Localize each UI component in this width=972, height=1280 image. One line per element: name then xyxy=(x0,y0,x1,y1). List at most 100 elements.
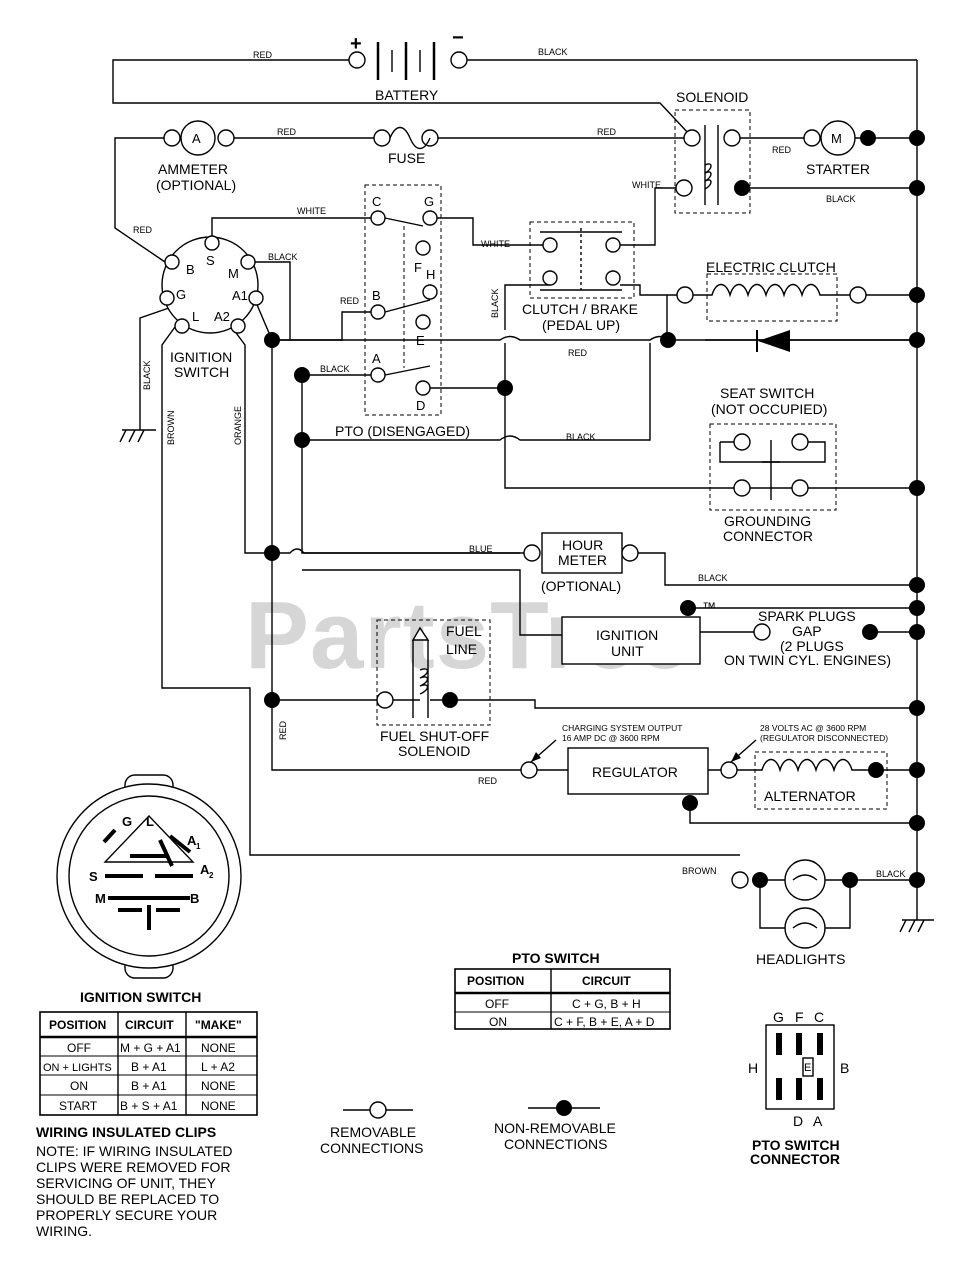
grounding-label2: CONNECTOR xyxy=(723,528,813,544)
pto-terminal-a: A xyxy=(372,351,381,366)
plug-pin-a1-sub: 1 xyxy=(196,842,201,851)
wire-label-black-headlights: BLACK xyxy=(876,869,906,879)
clutch-brake-label: CLUTCH / BRAKE xyxy=(522,301,638,317)
spark-label3: (2 PLUGS xyxy=(780,638,844,654)
hour-meter-label2: METER xyxy=(558,552,607,568)
legend-nonremovable-label: NON-REMOVABLE xyxy=(494,1120,616,1136)
wire-black-pto-disengaged xyxy=(302,343,651,441)
ignition-unit: IGNITION UNIT xyxy=(561,616,701,665)
spark-plugs: SPARK PLUGS GAP (2 PLUGS ON TWIN CYL. EN… xyxy=(724,608,891,668)
watermark-trademark: ™ xyxy=(702,599,716,615)
ign-table-cell: ON xyxy=(70,1079,88,1093)
wire-label-red-ammeter: RED xyxy=(277,127,297,137)
ignition-plug-face: G L A 1 A 2 S M B xyxy=(56,774,242,979)
wire-ignition-unit xyxy=(302,569,562,636)
fuel-line-label: FUEL xyxy=(446,623,482,639)
wire-label-black-m: BLACK xyxy=(268,252,298,262)
pto-connector-title: PTO SWITCH xyxy=(752,1137,840,1153)
wire-label-white-ign: WHITE xyxy=(297,206,326,216)
battery-plus: + xyxy=(350,33,362,55)
ign-table-cell: ON + LIGHTS xyxy=(43,1062,112,1074)
wire-ignition-branch xyxy=(301,375,520,554)
ign-table-cell: M + G + A1 xyxy=(120,1041,181,1055)
wire-white-solenoid xyxy=(620,187,684,246)
wire-label-red-battery: RED xyxy=(253,50,273,60)
ign-table-cell: L + A2 xyxy=(201,1060,235,1074)
seat-switch-label2: (NOT OCCUPIED) xyxy=(711,401,827,417)
fuel-solenoid-label: FUEL SHUT-OFF xyxy=(380,728,489,744)
starter-symbol: M xyxy=(831,131,842,146)
plug-pin-a1: A xyxy=(187,833,197,848)
volts-label2: (REGULATOR DISCONNECTED) xyxy=(760,733,888,743)
pto-terminal-h: H xyxy=(426,267,435,282)
pto-label: PTO (DISENGAGED) xyxy=(335,423,470,439)
plug-pin-a2: A xyxy=(200,862,210,877)
pto-terminal-c: C xyxy=(372,194,381,209)
ammeter-symbol: A xyxy=(192,131,201,146)
pto-table-title: PTO SWITCH xyxy=(512,950,600,966)
hour-meter-label: HOUR xyxy=(562,537,603,553)
pto-conn-b: B xyxy=(840,1060,849,1076)
pto-terminal-f: F xyxy=(414,260,422,275)
headlights: HEADLIGHTS xyxy=(731,859,858,967)
regulator: REGULATOR CHARGING SYSTEM OUTPUT 16 AMP … xyxy=(520,723,888,795)
ign-terminal-b: B xyxy=(186,262,195,277)
wire-label-red-regulator: RED xyxy=(478,776,498,786)
pto-switch-connector: G F C H B E D A PTO SWITCH CONNECTOR xyxy=(748,1009,849,1167)
pto-connector-title2: CONNECTOR xyxy=(750,1151,840,1167)
wire-white-pto-clutch xyxy=(430,217,550,246)
plug-pin-g: G xyxy=(122,814,132,829)
ign-terminal-a2: A2 xyxy=(214,309,230,324)
wire-clutch-brake-left xyxy=(504,284,550,330)
plug-pin-l: L xyxy=(146,814,154,829)
hour-meter-optional: (OPTIONAL) xyxy=(541,578,621,594)
ign-terminal-l: L xyxy=(192,309,199,324)
ign-table-cell: NONE xyxy=(201,1079,236,1093)
wire-red-fuel xyxy=(271,340,382,701)
pto-conn-f: F xyxy=(795,1009,804,1025)
pto-terminal-d: D xyxy=(416,398,425,413)
battery-minus: − xyxy=(452,27,464,49)
wire-battery-positive xyxy=(112,59,691,136)
pto-conn-h: H xyxy=(748,1060,758,1076)
pto-conn-g: G xyxy=(773,1009,784,1025)
plug-pin-b: B xyxy=(190,891,199,906)
ammeter-optional: (OPTIONAL) xyxy=(156,177,236,193)
seat-switch-label: SEAT SWITCH xyxy=(720,385,814,401)
solenoid-label: SOLENOID xyxy=(676,89,748,105)
plug-pin-a2-sub: 2 xyxy=(209,871,214,880)
ignition-switch: B S M G A1 L A2 IGNITION SWITCH xyxy=(159,235,264,380)
wire-label-red-starter: RED xyxy=(772,145,792,155)
wire-seat-ground xyxy=(423,387,917,489)
wire-black-hour-meter xyxy=(633,552,917,586)
pto-conn-e: E xyxy=(804,1062,811,1074)
ign-terminal-s: S xyxy=(206,253,215,268)
wire-fuel-ground xyxy=(450,699,917,709)
wire-label-white-clutch: WHITE xyxy=(481,239,510,249)
ign-table-cell: START xyxy=(59,1099,98,1113)
starter: M STARTER xyxy=(803,120,876,177)
ign-terminal-a1: A1 xyxy=(232,288,248,303)
wire-label-red-ignition: RED xyxy=(133,225,153,235)
wire-label-brown-headlights: BROWN xyxy=(682,866,717,876)
wire-label-black-ptoa: BLACK xyxy=(320,364,350,374)
ign-terminal-g: G xyxy=(176,287,186,302)
note-line: SHOULD BE REPLACED TO xyxy=(36,1191,219,1207)
fuel-shutoff-solenoid: FUEL LINE FUEL SHUT-OFF SOLENOID xyxy=(376,619,491,759)
headlights-label: HEADLIGHTS xyxy=(756,951,845,967)
plug-pin-m: M xyxy=(95,891,106,906)
note-line: CLIPS WERE REMOVED FOR xyxy=(36,1159,230,1175)
pto-conn-a: A xyxy=(813,1113,823,1129)
wire-label-black-pto: BLACK xyxy=(566,432,596,442)
wire-label-brown: BROWN xyxy=(166,411,176,446)
wire-regulator-ground xyxy=(689,803,917,824)
wire-label-red-ptob: RED xyxy=(340,296,360,306)
ignition-table: IGNITION SWITCH POSITION CIRCUIT "MAKE" … xyxy=(39,989,258,1116)
wire-label-black-ground: BLACK xyxy=(142,360,152,390)
wire-orange-hour-meter xyxy=(224,317,305,554)
pto-terminal-b: B xyxy=(372,288,381,303)
starter-label: STARTER xyxy=(806,161,870,177)
electric-clutch: ELECTRIC CLUTCH xyxy=(676,259,867,322)
charging-label: CHARGING SYSTEM OUTPUT xyxy=(562,723,682,733)
